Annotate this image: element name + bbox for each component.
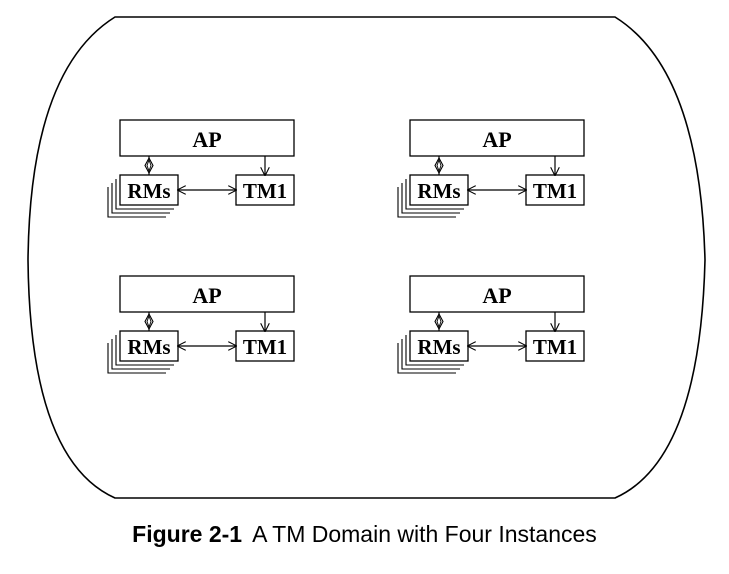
instance-4: AP RMs TM1 bbox=[397, 275, 585, 374]
rms-stack-edge bbox=[111, 339, 170, 370]
rms-stack-edge bbox=[397, 343, 456, 374]
rms-label: RMs bbox=[417, 179, 460, 203]
ap-label: AP bbox=[482, 127, 511, 152]
instance-2: AP RMs TM1 bbox=[397, 119, 585, 218]
domain-boundary bbox=[27, 16, 706, 499]
rms-stack-edge bbox=[107, 187, 166, 218]
rms-stack-edge bbox=[111, 183, 170, 214]
instance-3: AP RMs TM1 bbox=[107, 275, 295, 374]
rms-stack-edge bbox=[107, 343, 166, 374]
diamond-connector-outer bbox=[144, 156, 154, 175]
ap-label: AP bbox=[192, 283, 221, 308]
rms-label: RMs bbox=[127, 335, 170, 359]
diamond-connector-outer bbox=[434, 312, 444, 331]
ap-box bbox=[409, 119, 585, 157]
tm-label: TM1 bbox=[533, 335, 577, 359]
rms-label: RMs bbox=[417, 335, 460, 359]
ap-box bbox=[409, 275, 585, 313]
tm-label: TM1 bbox=[243, 179, 287, 203]
rms-stack-edge bbox=[405, 335, 464, 366]
rms-stack-edge bbox=[397, 187, 456, 218]
ap-label: AP bbox=[192, 127, 221, 152]
diamond-connector-inner bbox=[436, 314, 442, 329]
tm-box bbox=[525, 174, 585, 206]
diamond-connector-inner bbox=[146, 158, 152, 173]
rms-stack-edge bbox=[401, 183, 460, 214]
ap-box bbox=[119, 275, 295, 313]
rms-stack-edge bbox=[115, 335, 174, 366]
figure-number: Figure 2-1 bbox=[132, 521, 243, 547]
ap-box bbox=[119, 119, 295, 157]
tm-label: TM1 bbox=[243, 335, 287, 359]
rms-stack-edge bbox=[115, 179, 174, 210]
diamond-connector-inner bbox=[436, 158, 442, 173]
diamond-connector-outer bbox=[434, 156, 444, 175]
rms-stack-edge bbox=[401, 339, 460, 370]
figure-caption: Figure 2-1 A TM Domain with Four Instance… bbox=[0, 521, 729, 548]
diamond-connector-outer bbox=[144, 312, 154, 331]
figure-title: A TM Domain with Four Instances bbox=[252, 521, 597, 547]
instance-1: AP RMs TM1 bbox=[107, 119, 295, 218]
ap-label: AP bbox=[482, 283, 511, 308]
tm-label: TM1 bbox=[533, 179, 577, 203]
diamond-connector-inner bbox=[146, 314, 152, 329]
rms-stack-edge bbox=[405, 179, 464, 210]
rms-label: RMs bbox=[127, 179, 170, 203]
tm-box bbox=[235, 174, 295, 206]
